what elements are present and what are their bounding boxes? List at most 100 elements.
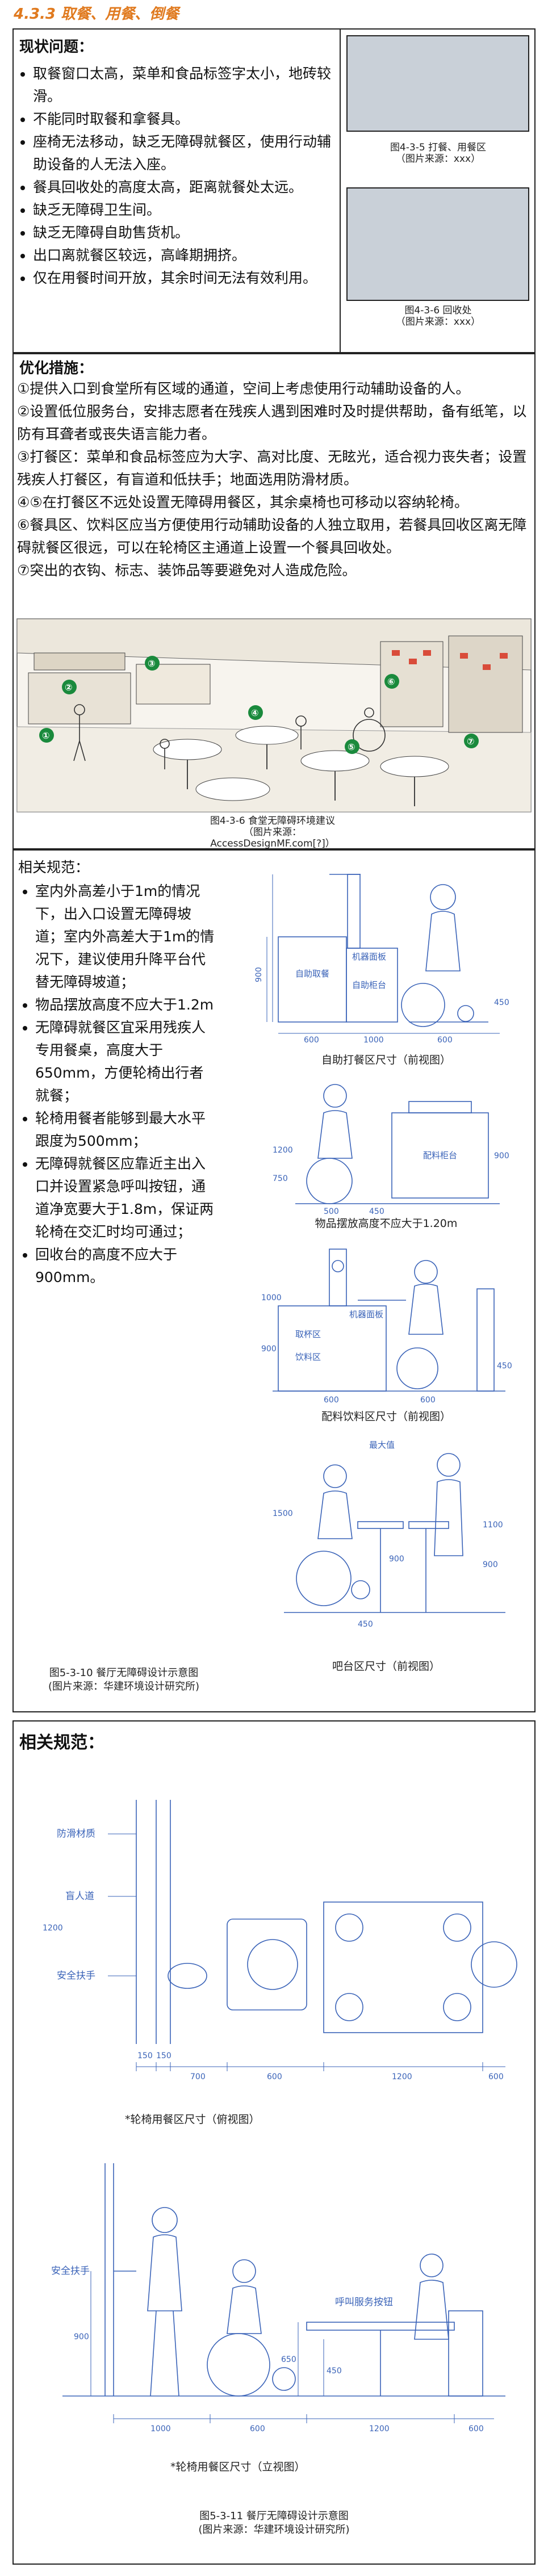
svg-text:150: 150 [137,2051,153,2060]
measure-item: ④⑤在打餐区不远处设置无障碍用餐区，其余桌椅也可移动以容纳轮椅。 [17,494,468,510]
spec1-caption: 图5-3-10 餐厅无障碍设计示意图 (图片来源：华建环境设计研究所) [48,1667,200,1693]
spec2-panel [12,1720,536,2565]
measure-item: ⑥餐具区、饮料区应当方便使用行动辅助设备的人独立取用，若餐具回收区离无障碍就餐区… [17,517,527,556]
spec2-heading: 相关规范： [19,1733,104,1753]
svg-text:1200: 1200 [392,2072,412,2081]
spec1-item: 无障碍就餐区宜采用残疾人专用餐桌，高度大于650mm，方便轮椅出行者就餐； [35,1016,217,1107]
svg-text:450: 450 [497,1362,512,1371]
svg-text:600: 600 [420,1396,436,1405]
self-counter-label: 自助柜台 [352,980,386,990]
problem-item: 缺乏无障碍卫生间。 [33,199,337,221]
problem-item: 取餐窗口太高，菜单和食品标签字太小，地砖较滑。 [33,62,337,108]
canteen-illustration: ① ② ③ ④ ⑤ ⑥ ⑦ [16,618,532,812]
svg-text:1200: 1200 [369,2424,390,2433]
spec1-item: 轮椅用餐者能够到最大水平跟度为500mm； [35,1107,217,1153]
self-serve-diagram: 自助取餐 机器面板 自助柜台 900 600 1000 600 450 [254,874,509,1045]
spec1-heading: 相关规范： [18,859,90,876]
svg-text:450: 450 [358,1620,373,1629]
drinks-area-diagram: 机器面板 取杯区 饮料区 1000 900 600 600 450 [261,1249,512,1405]
wheelchair-elevation-diagram: 安全扶手 呼叫服务按钮 1000 600 1200 600 900 650 45… [51,2163,505,2433]
tactile-path-label: 盲人道 [65,1891,94,1902]
measure-item: ②设置低位服务台，安排志愿者在残疾人遇到困难时及时提供帮助，备有纸笔，以防有耳聋… [17,403,527,442]
machine-panel-label-2: 机器面板 [349,1309,383,1320]
recycle-area-photo [346,187,529,301]
serving-area-caption: 图4-3-5 打餐、用餐区 （图片来源：xxx） [390,142,487,165]
problem-item: 缺乏无障碍自助售货机。 [33,221,337,244]
recycle-area-caption: 图4-3-6 回收处 （图片来源：xxx） [395,305,481,328]
svg-text:1500: 1500 [273,1509,293,1518]
svg-text:900: 900 [74,2332,89,2342]
spec1-item: 回收台的高度不应大于900mm。 [35,1243,217,1289]
item-height-diagram: 配料柜台 1200 900 750 500 450 [273,1084,509,1216]
self-serve-caption: 自助打餐区尺寸（前视图） [321,1054,451,1066]
spec2-caption: 图5-3-11 餐厅无障碍设计示意图 (图片来源：华建环境设计研究所) [198,2510,350,2536]
measures-heading: 优化措施： [19,360,94,377]
spec1-item: 室内外高差小于1m的情况下，出入口设置无障碍坡道；室内外高差大于1m的情况下，建… [35,880,217,994]
problem-item: 不能同时取餐和拿餐具。 [33,108,337,131]
svg-text:700: 700 [190,2072,206,2081]
svg-text:600: 600 [250,2424,265,2433]
wheelchair-elevation-caption: *轮椅用餐区尺寸（立视图） [170,2461,306,2473]
wheelchair-plan-diagram: 防滑材质 盲人道 安全扶手 150 150 700 600 1200 600 1… [43,1800,517,2081]
problem-item: 出口离就餐区较远，高峰期拥挤。 [33,244,337,267]
svg-text:600: 600 [488,2072,504,2081]
svg-text:600: 600 [324,1396,339,1405]
svg-text:600: 600 [437,1036,453,1045]
svg-text:1100: 1100 [483,1521,503,1530]
svg-text:150: 150 [156,2051,171,2060]
drinks-area-label: 饮料区 [295,1352,321,1362]
problems-list: 取餐窗口太高，菜单和食品标签字太小，地砖较滑。 不能同时取餐和拿餐具。 座椅无法… [16,62,337,290]
problems-heading: 现状问题： [19,39,94,56]
svg-text:1000: 1000 [261,1293,282,1302]
svg-text:500: 500 [324,1207,339,1216]
svg-text:1200: 1200 [273,1146,293,1155]
measures-list: ①提供入口到食堂所有区域的通道，空间上考虑使用行动辅助设备的人。 ②设置低位服务… [17,378,531,582]
handrail-label: 安全扶手 [57,1970,95,1982]
svg-text:900: 900 [494,1151,509,1161]
svg-text:1000: 1000 [363,1036,384,1045]
svg-text:450: 450 [327,2366,342,2376]
svg-text:900: 900 [483,1560,498,1569]
item-height-caption: 物品摆放高度不应大于1.20m [315,1217,458,1230]
svg-text:600: 600 [304,1036,319,1045]
problem-item: 座椅无法移动，缺乏无障碍就餐区，使用行动辅助设备的人无法入座。 [33,131,337,176]
cup-area-label: 取杯区 [295,1329,321,1339]
bar-area-diagram: 最大值 900 450 1100 900 1500 [273,1440,505,1629]
problems-divider [340,28,341,353]
spec1-item: 无障碍就餐区应靠近主出入口并设置紧急呼叫按钮，通道净宽要大于1.8m，保证两轮椅… [35,1153,217,1243]
measure-item: ③打餐区：菜单和食品标签应为大字、高对比度、无眩光，适合视力丧失者；设置残疾人打… [17,449,527,488]
marker-7: ⑦ [467,736,475,747]
problem-item: 仅在用餐时间开放，其余时间无法有效利用。 [33,267,337,290]
svg-text:900: 900 [254,967,263,982]
page-title: 4.3.3 取餐、用餐、倒餐 [14,6,179,23]
marker-6: ⑥ [387,676,395,687]
measure-item: ⑦突出的衣钩、标志、装饰品等要避免对人造成危险。 [17,562,357,579]
svg-text:900: 900 [261,1344,277,1354]
svg-text:900: 900 [389,1555,404,1564]
svg-text:450: 450 [494,998,509,1007]
drinks-area-caption: 配料饮料区尺寸（前视图） [321,1410,451,1423]
svg-text:450: 450 [369,1207,384,1216]
marker-3: ③ [148,658,156,669]
problem-item: 餐具回收处的高度太高，距离就餐处太远。 [33,176,337,199]
spec1-list: 室内外高差小于1m的情况下，出入口设置无障碍坡道；室内外高差大于1m的情况下，建… [18,880,217,1289]
marker-2: ② [65,682,73,693]
machine-panel-label: 机器面板 [352,952,386,962]
svg-text:1200: 1200 [43,1924,63,1933]
serving-area-photo [346,35,529,132]
svg-text:600: 600 [468,2424,484,2433]
spec1-item: 物品摆放高度不应大于1.2m [35,994,217,1016]
marker-1: ① [42,730,50,741]
wheelchair-plan-caption: *轮椅用餐区尺寸（俯视图） [125,2113,260,2126]
canteen-illustration-caption: 图4-3-6 食堂无障碍环境建议 （图片来源： AccessDesignMF.c… [210,815,336,849]
condiment-counter-label: 配料柜台 [423,1150,457,1161]
anti-slip-label: 防滑材质 [57,1828,95,1840]
self-serve-label: 自助取餐 [295,969,329,979]
svg-text:600: 600 [267,2072,282,2081]
call-button-label: 呼叫服务按钮 [335,2297,393,2308]
elev-handrail-label: 安全扶手 [51,2265,90,2277]
marker-5: ⑤ [348,742,355,752]
max-reach-label: 最大值 [369,1440,395,1450]
svg-text:750: 750 [273,1174,288,1183]
bar-area-caption: 吧台区尺寸（前视图） [332,1660,440,1673]
